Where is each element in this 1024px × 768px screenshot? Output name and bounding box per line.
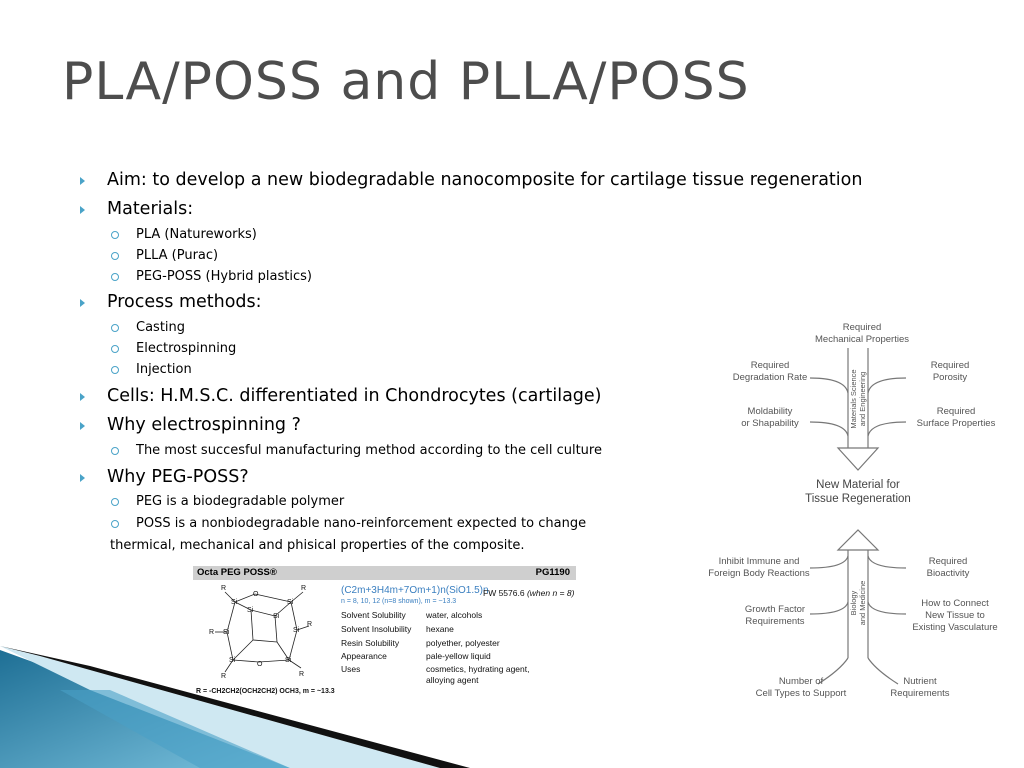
- arrow-bullet-icon: [80, 206, 85, 214]
- row-value: alloying agent: [426, 675, 479, 685]
- svg-text:Si: Si: [293, 627, 300, 634]
- bullet-materials: Materials:: [107, 199, 194, 219]
- row-label: Solvent Insolubility: [341, 624, 412, 634]
- circle-bullet-icon: [111, 345, 119, 353]
- arrow-bullet-icon: [80, 177, 85, 185]
- circle-bullet-icon: [111, 498, 119, 506]
- page-title: PLA/POSS and PLLA/POSS: [62, 52, 750, 112]
- svg-text:R: R: [307, 621, 312, 628]
- process-item: Electrospinning: [136, 341, 237, 356]
- why-peg-continuation: thermical, mechanical and phisical prope…: [110, 538, 525, 553]
- svg-text:R: R: [221, 585, 226, 592]
- row-label: Resin Solubility: [341, 638, 400, 648]
- svg-text:Si: Si: [287, 599, 294, 606]
- process-item: Casting: [136, 320, 186, 335]
- svg-text:R: R: [221, 673, 226, 680]
- svg-text:O: O: [257, 661, 263, 668]
- materials-item: PLA (Natureworks): [136, 227, 257, 242]
- svg-text:R: R: [299, 671, 304, 678]
- svg-text:Si: Si: [223, 629, 230, 636]
- svg-text:R: R: [209, 629, 214, 636]
- svg-text:Si: Si: [229, 657, 236, 664]
- datasheet-header: Octa PEG POSS® PG1190: [193, 566, 576, 580]
- circle-bullet-icon: [111, 447, 119, 455]
- svg-text:Si: Si: [273, 613, 280, 620]
- r-definition: R = -CH2CH2(OCH2CH2) OCH3, m = ~13.3: [196, 688, 335, 695]
- svg-text:R: R: [301, 585, 306, 592]
- bullet-why-peg-poss: Why PEG-POSS?: [107, 467, 249, 487]
- formula-weight: FW 5576.6 (when n = 8): [483, 588, 574, 598]
- circle-bullet-icon: [111, 273, 119, 281]
- svg-text:O: O: [253, 591, 259, 598]
- arrow-bullet-icon: [80, 474, 85, 482]
- compound-code: PG1190: [535, 567, 570, 578]
- n-note: n = 8, 10, 12 (n=8 shown), m = ~13.3: [341, 598, 457, 605]
- svg-text:Si: Si: [247, 607, 254, 614]
- row-label: Appearance: [341, 651, 387, 661]
- arrow-bullet-icon: [80, 393, 85, 401]
- materials-item: PEG-POSS (Hybrid plastics): [136, 269, 312, 284]
- materials-item: PLLA (Purac): [136, 248, 219, 263]
- fw-value: FW 5576.6: [483, 588, 525, 598]
- process-item: Injection: [136, 362, 192, 377]
- circle-bullet-icon: [111, 366, 119, 374]
- row-label: Uses: [341, 664, 361, 674]
- why-peg-item: POSS is a nonbiodegradable nano-reinforc…: [136, 516, 587, 531]
- bullet-aim: Aim: to develop a new biodegradable nano…: [107, 170, 863, 190]
- circle-bullet-icon: [111, 520, 119, 528]
- svg-text:Si: Si: [231, 599, 238, 606]
- why-electro-item: The most succesful manufacturing method …: [136, 443, 602, 458]
- bullet-cells: Cells: H.M.S.C. differentiated in Chondr…: [107, 386, 602, 406]
- bullet-process: Process methods:: [107, 292, 262, 312]
- row-value: cosmetics, hydrating agent,: [426, 664, 530, 674]
- svg-text:Si: Si: [285, 657, 292, 664]
- bullet-why-electrospinning: Why electrospinning ?: [107, 415, 301, 435]
- poss-formula: (C2m+3H4m+7Om+1)n(SiO1.5)n: [341, 585, 489, 596]
- arrow-bullet-icon: [80, 422, 85, 430]
- arrow-bullet-icon: [80, 299, 85, 307]
- row-value: water, alcohols: [426, 610, 483, 620]
- compound-name: Octa PEG POSS®: [197, 567, 277, 578]
- circle-bullet-icon: [111, 231, 119, 239]
- row-value: hexane: [426, 624, 454, 634]
- fw-note: (when n = 8): [526, 588, 575, 598]
- why-peg-item: PEG is a biodegradable polymer: [136, 494, 345, 509]
- process-colon: :: [255, 292, 262, 312]
- row-value: pale-yellow liquid: [426, 651, 491, 661]
- process-label: Process methods: [107, 292, 256, 312]
- circle-bullet-icon: [111, 252, 119, 260]
- row-value: polyether, polyester: [426, 638, 500, 648]
- flow-arrows-diagram: [809, 348, 907, 685]
- circle-bullet-icon: [111, 324, 119, 332]
- row-label: Solvent Solubility: [341, 610, 406, 620]
